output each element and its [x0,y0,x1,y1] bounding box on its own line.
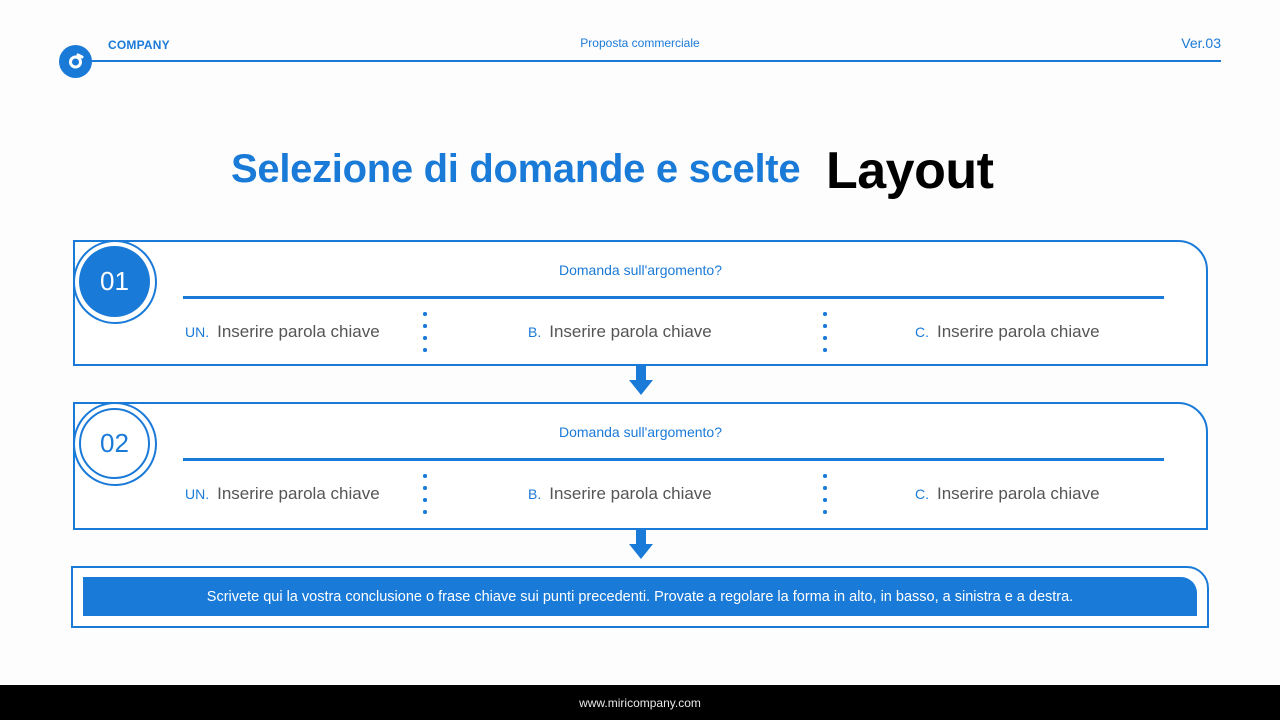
header-divider [90,60,1221,62]
swirl-logo-icon [69,53,84,69]
number-badge-label: 01 [79,246,150,317]
question-text: Domanda sull'argomento? [559,262,722,278]
number-badge: 01 [73,240,157,324]
option-text: Inserire parola chiave [217,322,380,341]
dotted-separator [823,312,827,352]
option-text: Inserire parola chiave [549,322,712,341]
conclusion-text: Scrivete qui la vostra conclusione o fra… [83,577,1197,616]
option-letter: UN. [185,324,210,340]
option-letter: B. [528,324,542,340]
conclusion-box: Scrivete qui la vostra conclusione o fra… [71,566,1209,628]
option-text: Inserire parola chiave [937,322,1100,341]
option-letter: C. [915,324,929,340]
question-divider [183,458,1164,461]
company-name: COMPANY [108,38,170,52]
company-logo [59,45,92,78]
dotted-separator [423,474,427,514]
footer-url: www.miricompany.com [579,695,701,710]
option-b: B. Inserire parola chiave [528,484,712,504]
option-text: Inserire parola chiave [549,484,712,503]
footer: www.miricompany.com [0,685,1280,720]
number-badge-label: 02 [79,408,150,479]
slide-title-overlay: Layout [826,142,994,200]
dotted-separator [423,312,427,352]
option-text: Inserire parola chiave [937,484,1100,503]
option-a: UN. Inserire parola chiave [185,484,380,504]
option-letter: UN. [185,486,210,502]
version-label: Ver.03 [1181,35,1221,51]
option-c: C. Inserire parola chiave [915,484,1100,504]
dotted-separator [823,474,827,514]
option-c: C. Inserire parola chiave [915,322,1100,342]
option-b: B. Inserire parola chiave [528,322,712,342]
option-a: UN. Inserire parola chiave [185,322,380,342]
arrow-down-icon [629,366,653,395]
number-badge: 02 [73,402,157,486]
option-text: Inserire parola chiave [217,484,380,503]
slide-title-main: Selezione di domande e scelte [231,147,801,191]
question-text: Domanda sull'argomento? [559,424,722,440]
question-card-2: 02 Domanda sull'argomento? UN. Inserire p… [73,402,1208,530]
option-letter: C. [915,486,929,502]
question-card-1: 01 Domanda sull'argomento? UN. Inserire p… [73,240,1208,366]
option-letter: B. [528,486,542,502]
slide-title: Selezione di domande e scelte Layout [0,142,1280,203]
question-divider [183,296,1164,299]
arrow-down-icon [629,530,653,559]
document-title: Proposta commerciale [580,36,700,50]
